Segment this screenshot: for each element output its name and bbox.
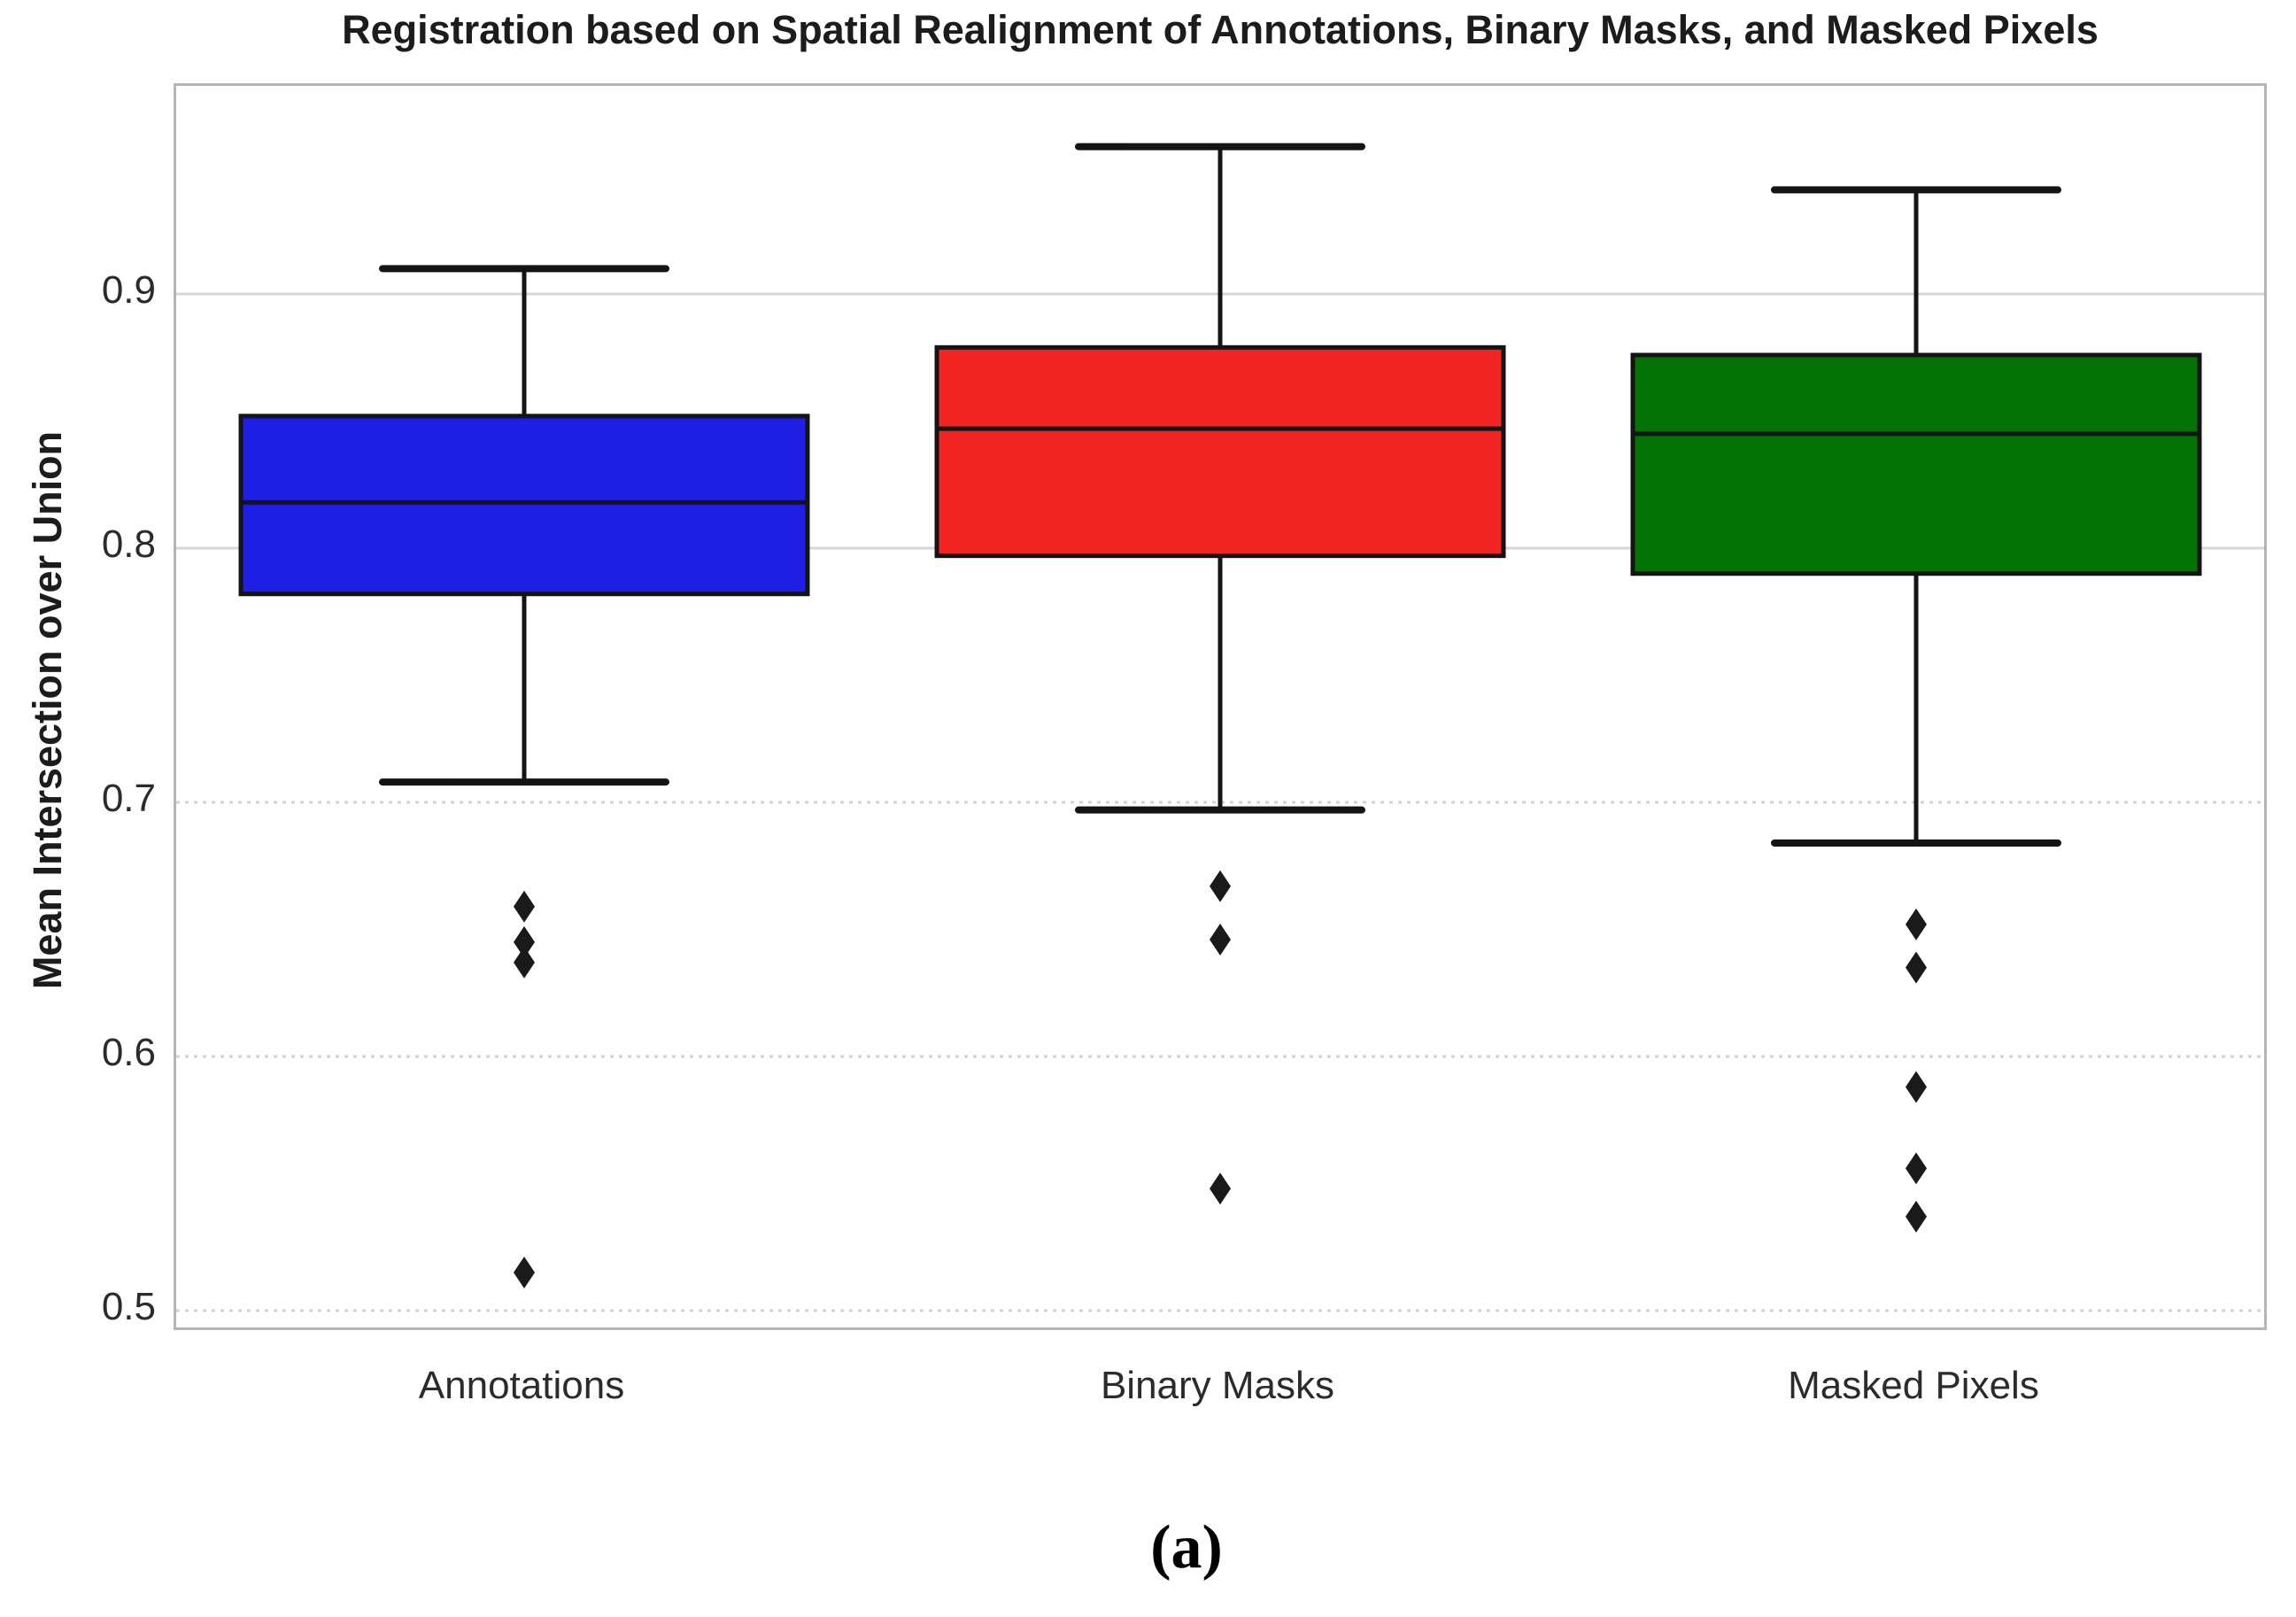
outlier-diamond xyxy=(514,1257,535,1289)
outlier-diamond xyxy=(514,890,535,923)
iqr-box xyxy=(238,414,810,597)
outlier-diamond xyxy=(514,925,535,958)
y-tick-label: 0.6 xyxy=(101,1031,156,1075)
iqr-box xyxy=(1630,352,2202,576)
y-tick-label: 0.5 xyxy=(101,1285,156,1329)
subfigure-caption: (a) xyxy=(1150,1513,1223,1582)
outlier-diamond xyxy=(1906,1071,1927,1103)
plot-area xyxy=(174,83,2267,1330)
y-tick-label: 0.7 xyxy=(101,777,156,821)
outlier-diamond xyxy=(1906,1152,1927,1185)
y-tick-label: 0.9 xyxy=(101,268,156,313)
outlier-diamond xyxy=(1906,908,1927,940)
outlier-diamond xyxy=(514,946,535,979)
outlier-diamond xyxy=(1210,1172,1231,1205)
boxplot-canvas xyxy=(176,143,2264,1312)
y-tick-label: 0.8 xyxy=(101,522,156,567)
outlier-diamond xyxy=(1210,924,1231,956)
chart-title: Registration based on Spatial Realignmen… xyxy=(342,7,2099,52)
iqr-box xyxy=(934,344,1506,559)
x-tick-label: Masked Pixels xyxy=(1788,1364,2039,1407)
outlier-diamond xyxy=(1210,870,1231,902)
y-axis-label: Mean Intersection over Union xyxy=(25,430,70,990)
x-tick-label: Annotations xyxy=(418,1364,625,1407)
outlier-diamond xyxy=(1906,951,1927,984)
outlier-diamond xyxy=(1906,1200,1927,1233)
x-tick-label: Binary Masks xyxy=(1100,1364,1335,1407)
